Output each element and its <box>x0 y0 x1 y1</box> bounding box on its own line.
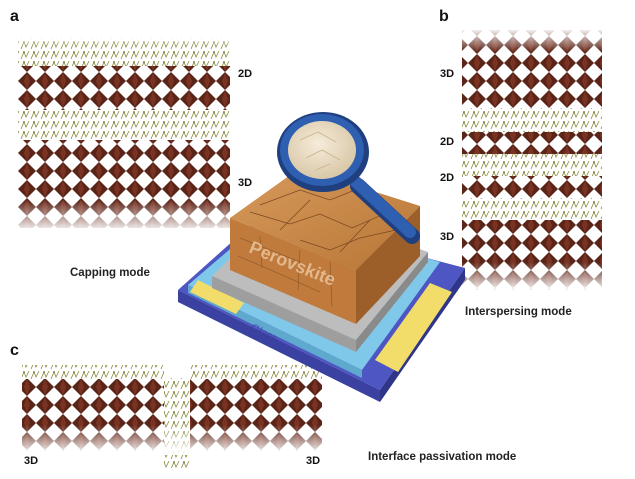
panel-c-label-3d-left: 3D <box>24 455 39 467</box>
panel-letter-a: a <box>10 8 19 25</box>
panel-b-structure <box>462 28 602 292</box>
panel-c-caption: Interface passivation mode <box>368 451 517 463</box>
panel-b-label-2d-upper: 2D <box>440 136 455 148</box>
panel-a-caption: Capping mode <box>70 267 150 279</box>
panel-a-structure <box>18 36 230 232</box>
panel-b-label-3d-bottom: 3D <box>440 231 455 243</box>
panel-b-label-3d-top: 3D <box>440 68 455 80</box>
panel-letter-b: b <box>439 8 449 25</box>
panel-b-caption: Interspersing mode <box>465 306 572 318</box>
panel-b-label-2d-lower: 2D <box>440 172 455 184</box>
panel-c-label-3d-right: 3D <box>306 455 321 467</box>
device-stack: Perovskite Glass <box>178 168 465 402</box>
magnifier-icon <box>277 112 420 244</box>
panel-a-label-3d: 3D <box>238 177 253 189</box>
panel-a-label-2d: 2D <box>238 68 253 80</box>
panel-c-structure <box>22 365 322 468</box>
panel-letter-c: c <box>10 342 19 359</box>
